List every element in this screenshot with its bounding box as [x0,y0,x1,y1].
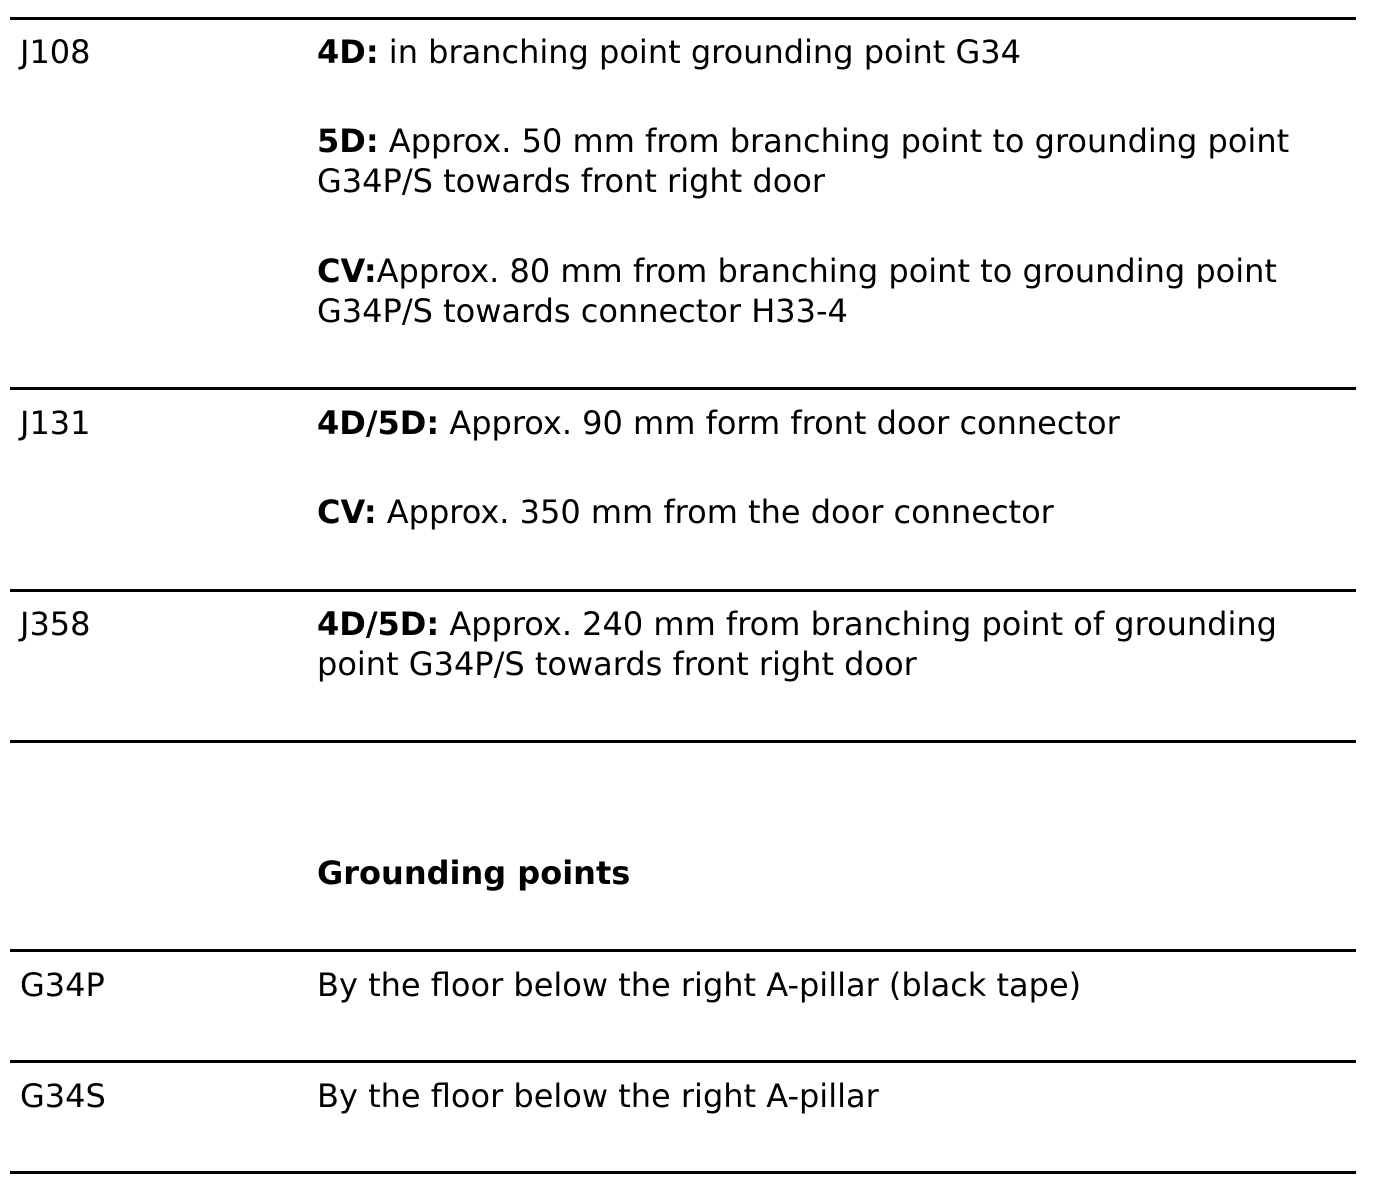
entry-text: in branching point grounding point G34 [378,33,1021,71]
row-entry-j131-cv: CV: Approx. 350 mm from the door connect… [317,492,1337,532]
row-code-g34s: G34S [20,1077,106,1115]
entry-label: 5D: [317,122,379,160]
entry-text: Approx. 240 mm from branching point of g… [317,605,1277,683]
entry-label: 4D/5D: [317,605,440,643]
entry-label: 4D/5D: [317,404,440,442]
row-code-j131: J131 [20,404,91,442]
rule-bottom [10,1171,1356,1174]
row-entry-j108-5d: 5D: Approx. 50 mm from branching point t… [317,121,1337,201]
row-desc-g34s: By the floor below the right A-pillar [317,1077,879,1115]
rule-divider [10,740,1356,743]
entry-text: Approx. 350 mm from the door connector [376,493,1054,531]
entry-text: Approx. 50 mm from branching point to gr… [317,122,1290,200]
rule-top [10,17,1356,20]
entry-label: CV: [317,493,377,531]
row-entry-j108-cv: CV:Approx. 80 mm from branching point to… [317,251,1337,331]
rule-divider [10,949,1356,952]
section-heading: Grounding points [317,854,631,892]
row-entry-j358-4d5d: 4D/5D: Approx. 240 mm from branching poi… [317,604,1337,684]
entry-text: Approx. 90 mm form front door connector [439,404,1120,442]
row-code-g34p: G34P [20,966,105,1004]
rule-divider [10,387,1356,390]
row-entry-j108-4d: 4D: in branching point grounding point G… [317,32,1337,72]
row-entry-j131-4d5d: 4D/5D: Approx. 90 mm form front door con… [317,403,1337,443]
rule-divider [10,589,1356,592]
entry-text: Approx. 80 mm from branching point to gr… [317,252,1277,330]
row-code-j108: J108 [20,33,91,71]
rule-divider [10,1060,1356,1063]
row-code-j358: J358 [20,605,91,643]
row-desc-g34p: By the floor below the right A-pillar (b… [317,966,1082,1004]
entry-label: 4D: [317,33,379,71]
entry-label: CV: [317,252,377,290]
